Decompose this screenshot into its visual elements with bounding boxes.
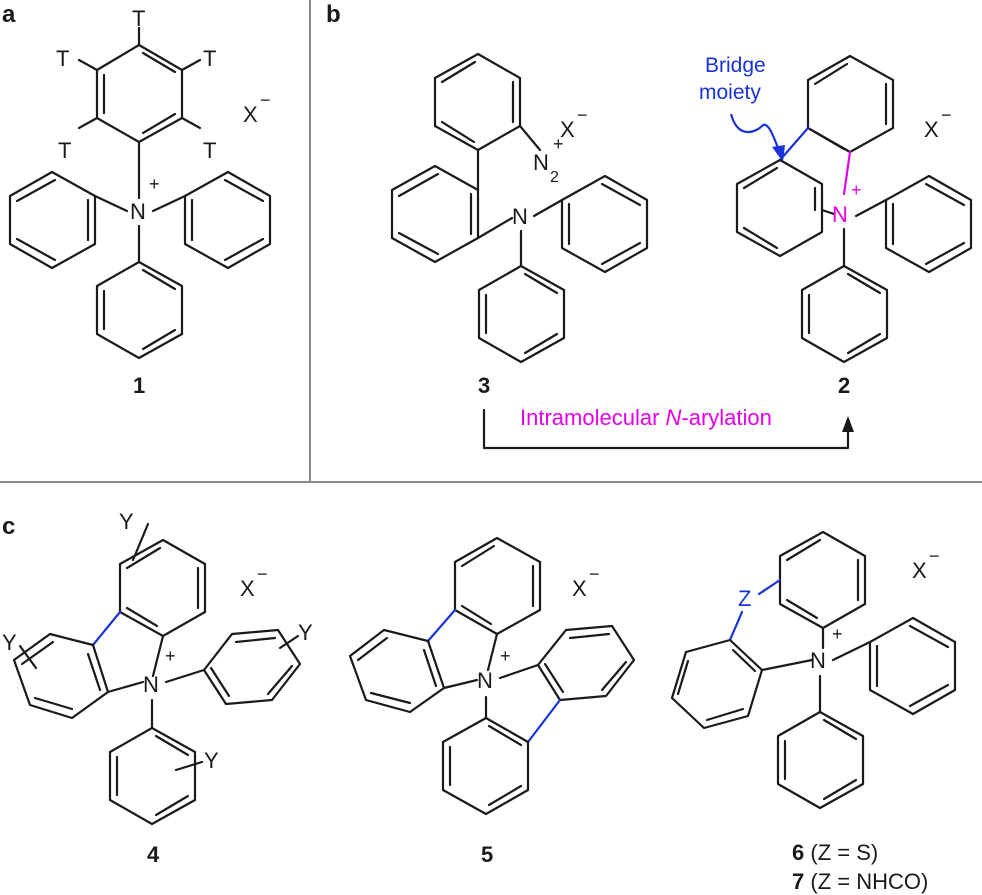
compound-6-caption: 6 (Z = S) [792,840,878,865]
substituent-y-label: Y [2,630,17,655]
bridge-label-line2: moiety [699,81,761,104]
spiro-upper-ring [453,536,542,636]
compound-number-4: 4 [147,842,160,867]
substituent-y-label: Y [298,620,313,645]
counterion-x: X [560,117,575,142]
phenothiazinium-lower-ring [670,638,814,730]
bridge-bond [728,610,744,642]
compound-number-2: 2 [838,373,850,398]
reaction-label: Intramolecular N-arylation [520,405,772,430]
phenyl-ring-right [151,170,272,270]
bridge-atom-z: Z [738,586,751,611]
compound-number-3: 3 [478,373,490,398]
bridge-label-line1: Bridge [705,54,766,77]
compound-7-caption: 7 (Z = NHCO) [792,869,928,894]
phenyl-ring-right [532,174,649,274]
counterion-x: X [572,576,587,601]
nitrogen-atom: N [477,668,493,693]
phenothiazinium-upper-ring [778,530,867,630]
bridge-bond [778,126,810,162]
tritium-label: T [56,46,69,71]
nitrogen-atom: N [832,202,848,227]
bridge-bond [426,608,457,643]
bridge-bond [91,610,122,647]
nitrogen-atom: N [512,204,528,229]
counterion-x: X [912,558,927,583]
phenyl-ring-left [8,170,129,270]
positive-charge: + [832,624,843,644]
panel-letter-a: a [2,1,16,28]
compound-3-structure: N 2 + N X − 3 [390,52,649,398]
counterion-charge: − [941,105,952,125]
tritium-label: T [203,46,216,71]
counterion-charge: − [257,564,268,584]
panel-dividers [0,0,982,483]
tritium-label: T [203,138,216,163]
positive-charge: + [851,180,862,200]
compound-number-1: 1 [133,373,145,398]
compound-1-structure: T T T T T N + X − 1 [8,6,272,398]
phenyl-ring-bottom [477,229,566,364]
diazonium-subscript: 2 [550,169,559,186]
phenyl-ring-bottom [95,224,184,360]
counterion-x: X [924,117,939,142]
diazonium-group: N [533,150,549,175]
bridge-bond [526,698,562,744]
substituent-y-label: Y [204,748,219,773]
nitrogen-atom: N [810,648,826,673]
positive-charge: + [149,174,160,194]
reaction-arrow: Intramolecular N-arylation [482,405,854,450]
phenyl-ring-bottom [776,674,865,810]
counterion-x: X [243,102,258,127]
carbazole-upper-ring [806,54,895,154]
spiro-right-ring [498,624,636,702]
aminophenyl-ring [390,164,514,264]
carbazole-lower-ring [735,158,836,258]
tritium-label: T [132,6,145,31]
counterion-charge: − [577,105,588,125]
compound-4-structure: Y Y N + Y Y X [2,509,313,867]
spiro-left-ring [348,628,479,714]
compound-5-structure: N + X − 5 [348,536,636,867]
counterion-charge: − [589,564,600,584]
positive-charge: + [165,646,176,666]
panel-letter-c: c [2,513,15,540]
new-c-n-bond [842,150,852,196]
carbazole-lower-ring [12,632,145,720]
nitrogen-atom: N [143,672,159,697]
counterion-charge: − [260,90,271,110]
bridge-bond [757,578,782,596]
panel-letter-b: b [326,1,341,28]
compound-number-5: 5 [481,842,493,867]
bridge-pointer-arrow [729,113,780,149]
substituent-y-label: Y [119,509,134,534]
nitrogen-atom: N [130,199,146,224]
phenyl-ring-bottom [108,698,197,826]
phenyl-ring-bottom [800,227,889,364]
tritium-label: T [58,138,71,163]
diazonium-phenyl-ring [433,52,542,192]
bridge-arrow-head [772,145,785,162]
carbazole-upper-ring [118,538,207,638]
positive-charge: + [500,646,511,666]
positive-charge: + [553,134,564,154]
counterion-charge: − [929,546,940,566]
phenyl-ring-right [854,174,973,274]
spiro-lower-ring [441,716,530,816]
tritiated-phenyl-ring [77,26,202,200]
phenyl-ring-right [831,616,957,716]
phenyl-ring-right [164,628,302,706]
counterion-x: X [240,576,255,601]
compound-6-7-structure: Z N + X − 6 (Z = S) 7 (Z = NHCO [670,530,957,894]
compound-2-structure: N + X − Bridge moiety 2 [699,54,973,398]
